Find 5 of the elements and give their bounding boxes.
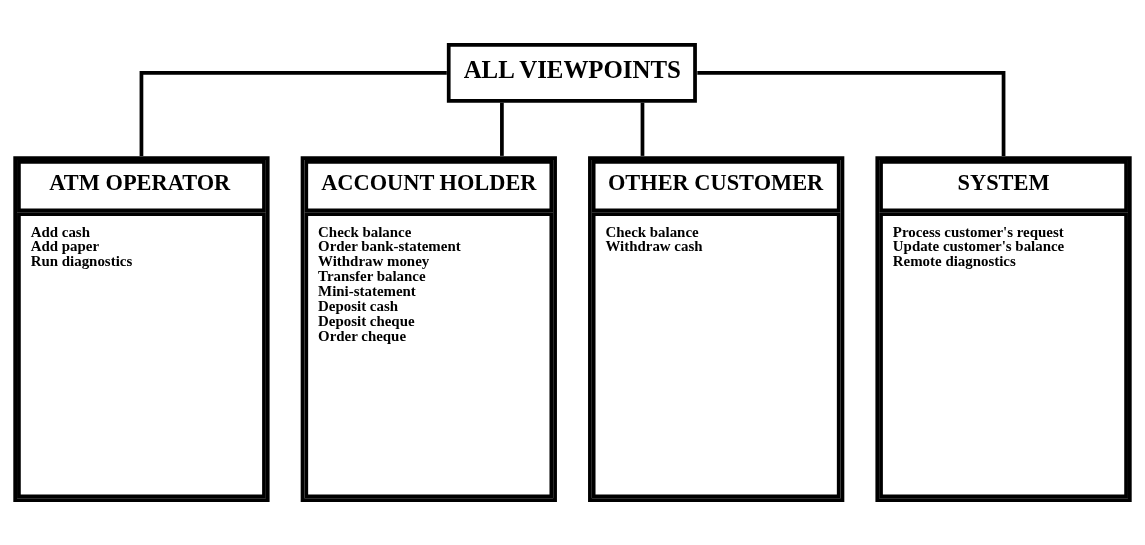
connector xyxy=(697,70,1006,157)
connector xyxy=(139,70,447,157)
node-box: ALL VIEWPOINTS xyxy=(446,42,697,103)
connector xyxy=(500,102,504,156)
connector xyxy=(640,102,645,156)
